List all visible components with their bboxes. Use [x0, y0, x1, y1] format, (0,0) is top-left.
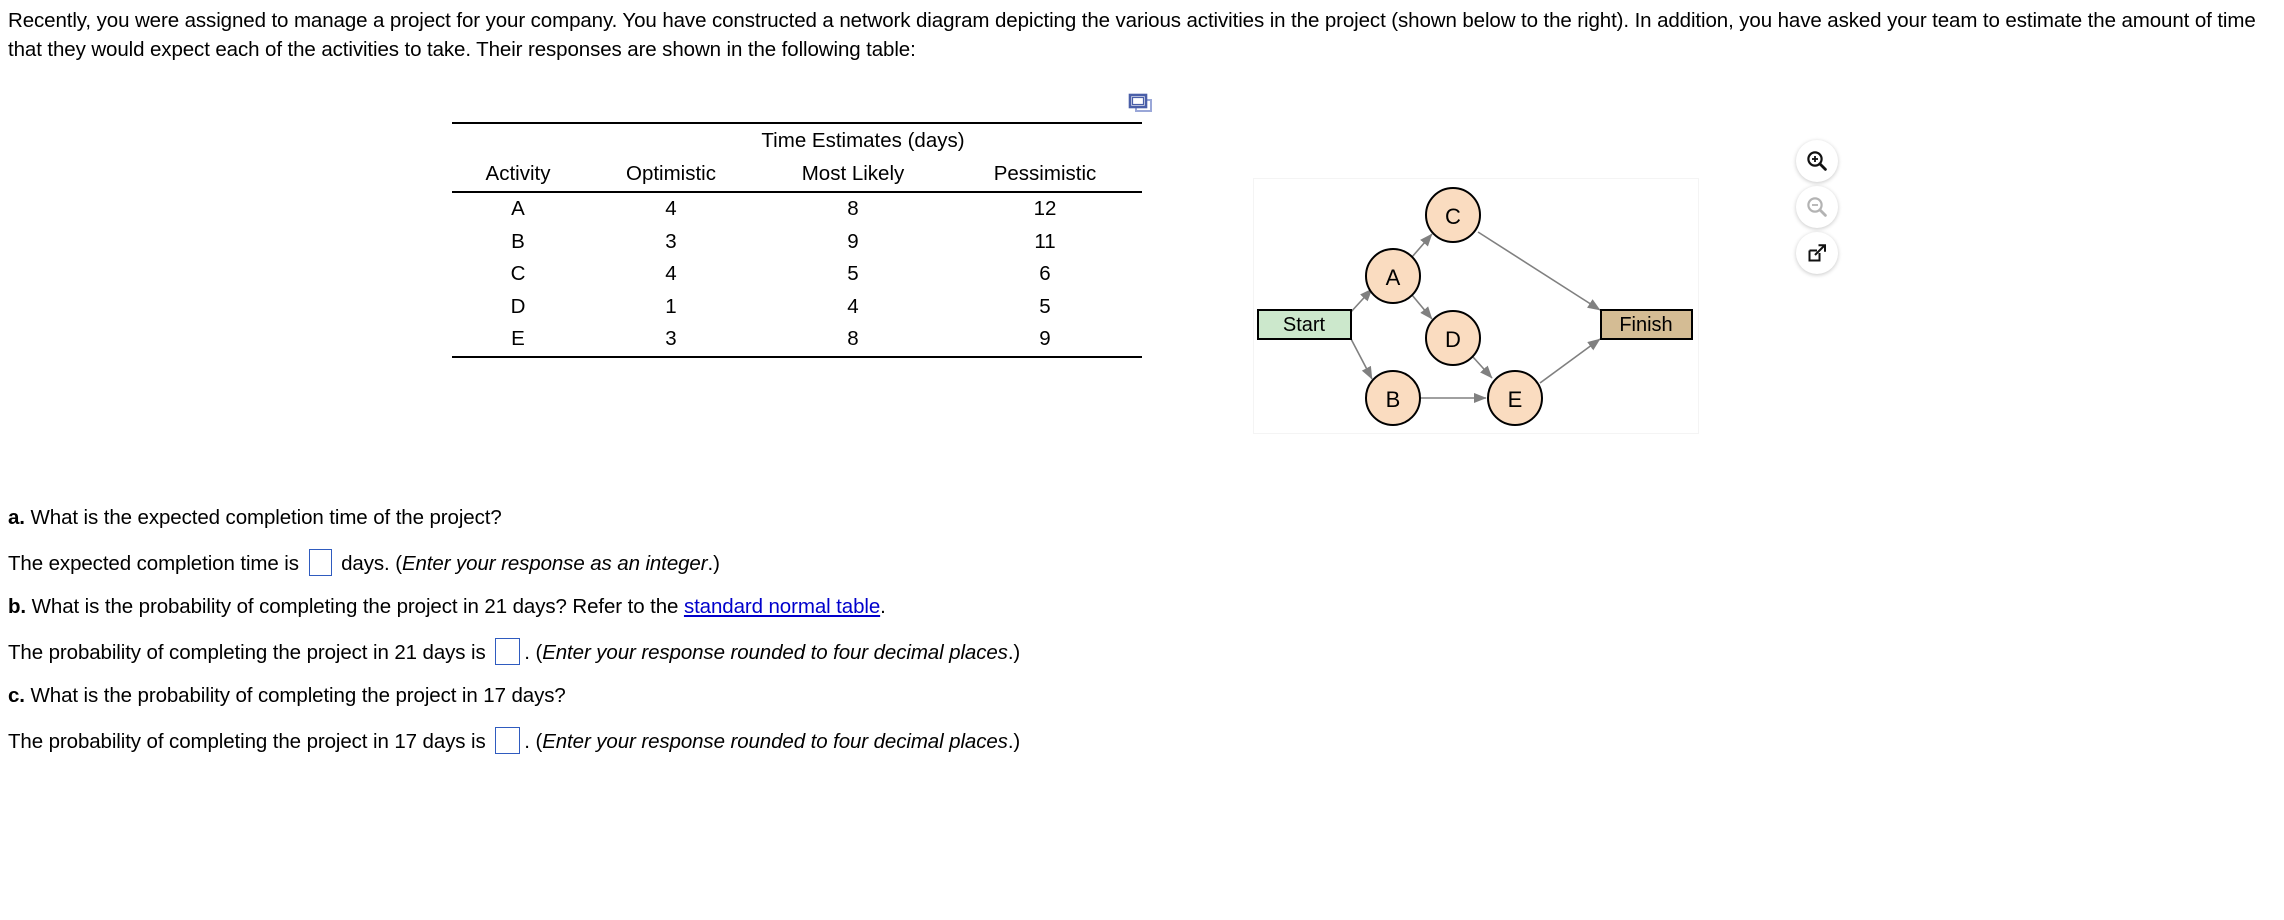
- col-header-optimistic: Optimistic: [584, 157, 758, 193]
- question-a-units: days. (: [341, 552, 402, 575]
- col-header-activity: Activity: [452, 157, 584, 193]
- edge-e-finish: [1539, 338, 1601, 384]
- diagram-finish-node: Finish: [1600, 309, 1693, 340]
- diagram-node-b: B: [1365, 370, 1421, 426]
- question-b-answer-line: The probability of completing the projec…: [8, 638, 1020, 666]
- diagram-node-label-d: D: [1445, 327, 1461, 352]
- question-b: b. What is the probability of completing…: [8, 594, 886, 620]
- diagram-node-d: D: [1425, 310, 1481, 366]
- diagram-node-label-b: B: [1386, 387, 1401, 412]
- edge-a-c: [1411, 233, 1433, 258]
- open-in-new-window-icon: [1808, 244, 1826, 262]
- question-b-tail: .): [1007, 641, 1021, 664]
- cell-pessimistic: 11: [1034, 229, 1056, 253]
- question-a-text: What is the expected completion time of …: [30, 506, 502, 529]
- cell-optimistic: 4: [665, 197, 677, 221]
- cell-most-likely: 5: [847, 262, 859, 286]
- zoom-in-icon: [1807, 151, 1827, 171]
- table-group-header: Time Estimates (days): [584, 122, 1142, 157]
- question-c: c. What is the probability of completing…: [8, 683, 566, 709]
- answer-input-a[interactable]: [308, 549, 332, 576]
- cell-pessimistic: 5: [1039, 294, 1051, 318]
- popout-windows-icon[interactable]: [1128, 92, 1156, 116]
- answer-input-c[interactable]: [495, 727, 521, 754]
- question-c-text: What is the probability of completing th…: [30, 684, 566, 707]
- cell-most-likely: 9: [847, 229, 859, 253]
- cell-activity: E: [452, 323, 584, 358]
- cell-optimistic: 4: [665, 262, 677, 286]
- diagram-node-label-a: A: [1386, 265, 1401, 290]
- cell-optimistic: 3: [584, 323, 758, 358]
- cell-activity: D: [510, 294, 526, 318]
- zoom-out-icon: [1807, 197, 1827, 217]
- question-b-answer-prefix: The probability of completing the projec…: [8, 641, 486, 664]
- question-b-text-after: .: [880, 595, 886, 618]
- edge-d-e: [1472, 356, 1493, 379]
- diagram-node-a: A: [1365, 248, 1421, 304]
- question-b-hint: Enter your response rounded to four deci…: [542, 641, 1008, 664]
- diagram-node-c: C: [1425, 187, 1481, 243]
- question-c-label: c.: [8, 684, 25, 707]
- question-c-answer-prefix: The probability of completing the projec…: [8, 730, 486, 753]
- cell-optimistic: 1: [665, 294, 677, 318]
- cell-activity: C: [510, 262, 526, 286]
- diagram-start-node: Start: [1257, 309, 1352, 340]
- diagram-edges: [1349, 231, 1601, 404]
- diagram-finish-label: Finish: [1619, 314, 1672, 336]
- edge-start-b: [1349, 336, 1373, 380]
- question-a-hint: Enter your response as an integer: [401, 552, 708, 575]
- question-c-answer-line: The probability of completing the projec…: [8, 727, 1020, 755]
- edge-c-finish: [1477, 231, 1601, 311]
- diagram-node-e: E: [1487, 370, 1543, 426]
- zoom-out-button[interactable]: [1796, 186, 1838, 228]
- table-row: A 4 8 12: [452, 192, 1142, 226]
- time-estimates-table: Time Estimates (days) Activity Optimisti…: [452, 122, 1142, 358]
- cell-most-likely: 4: [847, 294, 859, 318]
- cell-most-likely: 8: [758, 323, 948, 358]
- cell-pessimistic: 12: [1033, 197, 1057, 221]
- table-spacer-cell: [452, 122, 584, 157]
- diagram-node-label-c: C: [1445, 204, 1461, 229]
- question-c-tail: .): [1007, 730, 1021, 753]
- edge-start-a: [1349, 288, 1373, 314]
- col-header-pessimistic: Pessimistic: [948, 157, 1142, 193]
- col-header-most-likely: Most Likely: [758, 157, 948, 193]
- cell-pessimistic: 6: [1039, 262, 1051, 286]
- question-b-text: What is the probability of completing th…: [31, 595, 679, 618]
- table-row: E 3 8 9: [452, 323, 1142, 358]
- question-a: a. What is the expected completion time …: [8, 505, 502, 531]
- cell-optimistic: 3: [665, 229, 677, 253]
- table-row: D 1 4 5: [452, 291, 1142, 324]
- cell-pessimistic: 9: [948, 323, 1142, 358]
- standard-normal-table-link[interactable]: standard normal table: [683, 595, 881, 618]
- question-a-answer-prefix: The expected completion time is: [8, 552, 299, 575]
- cell-most-likely: 8: [847, 197, 859, 221]
- diagram-node-label-e: E: [1508, 387, 1523, 412]
- question-b-mid: . (: [524, 641, 543, 664]
- open-in-new-window-button[interactable]: [1796, 232, 1838, 274]
- diagram-start-label: Start: [1283, 314, 1326, 336]
- edge-a-d: [1411, 294, 1433, 320]
- question-b-label: b.: [8, 595, 27, 618]
- cell-activity: B: [511, 229, 525, 253]
- question-c-hint: Enter your response rounded to four deci…: [542, 730, 1008, 753]
- question-a-tail: .): [707, 552, 720, 575]
- table-row: B 3 9 11: [452, 226, 1142, 259]
- question-c-mid: . (: [524, 730, 543, 753]
- intro-paragraph: Recently, you were assigned to manage a …: [8, 9, 2256, 61]
- question-a-answer-line: The expected completion time is days. (E…: [8, 549, 720, 577]
- table-row: C 4 5 6: [452, 258, 1142, 291]
- question-a-label: a.: [8, 506, 25, 529]
- cell-activity: A: [511, 197, 525, 221]
- zoom-in-button[interactable]: [1796, 140, 1838, 182]
- answer-input-b[interactable]: [495, 638, 521, 665]
- network-diagram: Start Finish C A D B E: [1253, 178, 1699, 434]
